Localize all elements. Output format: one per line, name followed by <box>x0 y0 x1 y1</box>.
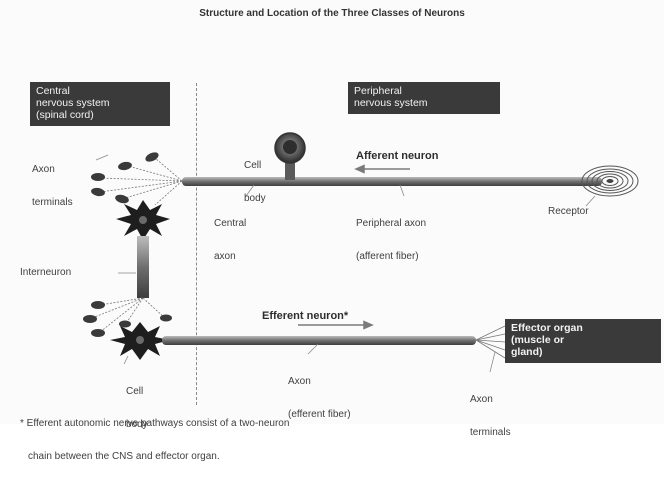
peripheral-axon-label-1: Peripheral axon <box>356 218 427 229</box>
effector-organ-box: Effector organ (muscle or gland) <box>505 319 661 363</box>
afferent-cell-body-label-2: body <box>244 193 266 204</box>
neuron-illustration <box>83 132 639 373</box>
effector-label-line-3: gland) <box>511 346 543 358</box>
interneuron-axon <box>137 236 149 298</box>
afferent-cell-body-label: Cell body <box>244 138 266 226</box>
efferent-axon-label-1: Axon <box>288 376 311 387</box>
central-axon-label-2: axon <box>214 251 236 262</box>
receptor-icon <box>581 165 639 197</box>
leader-lines <box>95 154 596 373</box>
interneuron-terminal-boutons <box>83 301 172 337</box>
afferent-axon-terminals <box>99 157 183 206</box>
afferent-neuron-label: Afferent neuron <box>356 150 439 162</box>
afferent-direction-arrow <box>354 164 410 174</box>
pns-label-line-2: nervous system <box>354 97 428 109</box>
afferent-terminal-boutons <box>91 152 159 204</box>
efferent-axon-terminals-label: Axon terminals <box>470 372 511 460</box>
pns-label-box: Peripheral nervous system <box>348 82 500 114</box>
effector-label-line-2: (muscle or <box>511 334 565 346</box>
efferent-axon-label-2: (efferent fiber) <box>288 409 351 420</box>
afferent-axon-terminals-label: Axon terminals <box>32 142 73 230</box>
cns-label-box: Central nervous system (spinal cord) <box>30 82 170 126</box>
efferent-cell-body <box>110 322 170 360</box>
efferent-axon-terminals-label-1: Axon <box>470 394 493 405</box>
receptor-label: Receptor <box>548 206 589 217</box>
efferent-axon <box>162 336 476 345</box>
afferent-cell-body-label-1: Cell <box>244 160 262 171</box>
neuron-diagram: { "title": "Structure and Location of th… <box>20 8 661 462</box>
interneuron-cell-body <box>116 200 170 240</box>
afferent-axon-terminals-label-1: Axon <box>32 164 55 175</box>
efferent-neuron-label: Efferent neuron* <box>262 310 349 322</box>
afferent-axon-terminals-label-2: terminals <box>32 197 73 208</box>
afferent-nucleus <box>283 140 297 154</box>
afferent-cell-body-stalk <box>285 160 295 180</box>
efferent-cell-body-label-1: Cell <box>126 386 144 397</box>
interneuron-axon-terminals <box>91 297 166 333</box>
efferent-direction-arrow <box>298 320 374 330</box>
efferent-axon-terminals-label-2: terminals <box>470 427 511 438</box>
figure-title: Structure and Location of the Three Clas… <box>199 8 465 19</box>
cns-label-line-3: (spinal cord) <box>36 109 94 121</box>
effector-label-line-1: Effector organ <box>511 322 583 334</box>
cns-pns-divider <box>196 83 197 405</box>
peripheral-axon-label-2: (afferent fiber) <box>356 251 419 262</box>
efferent-axon-label: Axon (efferent fiber) <box>288 354 351 442</box>
interneuron-label: Interneuron <box>20 267 72 278</box>
pns-label-line-1: Peripheral <box>354 85 402 97</box>
footnote-line-2: chain between the CNS and effector organ… <box>28 451 220 462</box>
cns-label-line-1: Central <box>36 85 70 97</box>
cns-label-line-2: nervous system <box>36 97 110 109</box>
central-axon-label: Central axon <box>214 196 246 284</box>
peripheral-axon-label: Peripheral axon (afferent fiber) <box>356 196 426 284</box>
footnote: * Efferent autonomic nerve pathways cons… <box>20 396 289 484</box>
efferent-axon-terminals <box>475 325 506 359</box>
central-axon-label-1: Central <box>214 218 247 229</box>
